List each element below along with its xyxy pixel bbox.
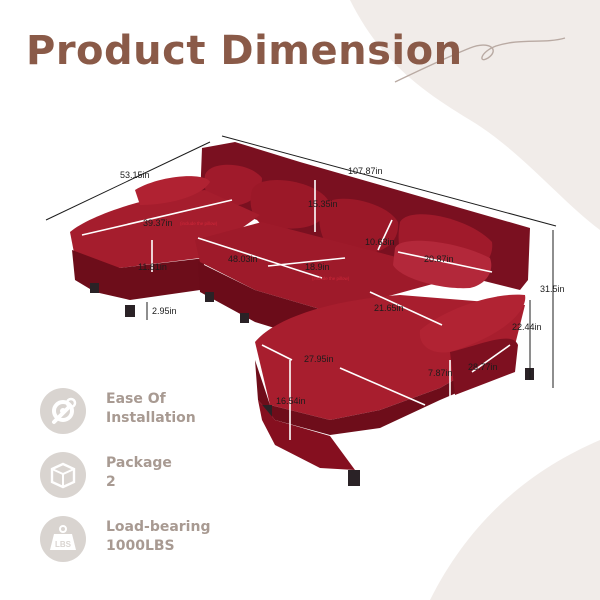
weight-lbs-icon: LBS xyxy=(40,516,86,562)
feature-load-bearing: LBS Load-bearing 1000LBS xyxy=(40,516,290,576)
feature-text: Load-bearing 1000LBS xyxy=(106,518,286,556)
sofa-leg xyxy=(90,283,99,293)
package-box-icon xyxy=(40,452,86,498)
arrow-chaise-top-width xyxy=(81,199,233,236)
feature-line2: 1000LBS xyxy=(106,538,175,554)
right-chaise-skirt xyxy=(258,400,355,470)
left-armrest xyxy=(135,176,210,205)
feature-line1: Load-bearing xyxy=(106,519,211,535)
label-arm-height: 22.44in xyxy=(512,322,542,332)
label-total-length: 107.87in xyxy=(348,166,383,176)
feature-ease-of-installation: Ease Of Installation xyxy=(40,388,290,448)
feature-package: Package 2 xyxy=(40,452,290,512)
arrow-chaise-depth xyxy=(261,344,293,361)
sofa-leg xyxy=(205,292,214,302)
arrow-chaise-depth-2 xyxy=(339,367,426,406)
label-right-inner: 21.65in xyxy=(374,303,404,313)
note-chaise-top: (include the pillow) xyxy=(180,221,218,226)
dimension-line-chaise-length xyxy=(45,141,211,221)
label-arm-width: 7.87in xyxy=(428,368,453,378)
arrow-back-depth xyxy=(377,219,393,251)
label-chaise-depth: 27.95in xyxy=(304,354,334,364)
label-pillow-width: 20.87in xyxy=(424,254,454,264)
right-armrest xyxy=(419,294,526,353)
arrow-middle-seat xyxy=(267,257,346,267)
label-chaise-top-width: 39.37in xyxy=(143,218,173,228)
label-height: 31.5in xyxy=(540,284,565,294)
back-cushion xyxy=(204,164,262,206)
sofa-leg xyxy=(240,313,249,323)
label-back-height: 15.35in xyxy=(308,199,338,209)
label-leg-height: 2.95in xyxy=(152,306,177,316)
wrench-gear-icon xyxy=(40,388,86,434)
feature-line2: 2 xyxy=(106,474,116,490)
arrow-pillow-width xyxy=(397,251,493,273)
feature-line1: Package xyxy=(106,455,172,471)
dimension-labels: 107.87in 53.15in 31.5in 22.44in 2.95in 1… xyxy=(120,166,565,406)
right-armrest-side xyxy=(450,338,518,395)
feature-line2: Installation xyxy=(106,410,196,426)
label-chaise-side: 28.77in xyxy=(468,362,498,372)
arrow-right-inner xyxy=(369,291,443,326)
pillow xyxy=(393,240,492,289)
note-middle-seat: (include the pillow) xyxy=(312,276,350,281)
dimension-line-total-length xyxy=(221,135,557,227)
svg-text:LBS: LBS xyxy=(55,540,72,549)
back-cushion xyxy=(319,198,399,254)
sofa-leg xyxy=(125,305,135,317)
label-back-depth: 10.63in xyxy=(365,237,395,247)
dimension-lines xyxy=(45,135,557,388)
feature-text: Ease Of Installation xyxy=(106,390,286,428)
page-title: Product Dimension xyxy=(26,28,463,74)
label-middle-seat: 18.9in xyxy=(305,262,330,272)
arrow-seat-depth xyxy=(197,237,323,279)
decorative-squiggle xyxy=(394,37,566,83)
main-seat xyxy=(195,222,440,312)
label-chaise-length: 53.15in xyxy=(120,170,150,180)
feature-text: Package 2 xyxy=(106,454,286,492)
sectional-sofa xyxy=(70,142,534,486)
label-front-height: 16.54in xyxy=(276,396,306,406)
background-blob xyxy=(430,440,600,600)
sofa-leg xyxy=(348,470,360,486)
measure-arrows xyxy=(81,180,511,440)
label-seat-depth: 48.03in xyxy=(228,254,258,264)
left-chaise-base xyxy=(72,250,205,300)
arrow-chaise-side xyxy=(471,344,511,373)
label-seat-height: 11.81in xyxy=(138,262,167,272)
dimension-notes: (include the pillow) (include the pillow… xyxy=(180,221,350,281)
feature-line1: Ease Of xyxy=(106,391,166,407)
back-cushion xyxy=(250,179,329,229)
background-blob xyxy=(350,0,600,230)
